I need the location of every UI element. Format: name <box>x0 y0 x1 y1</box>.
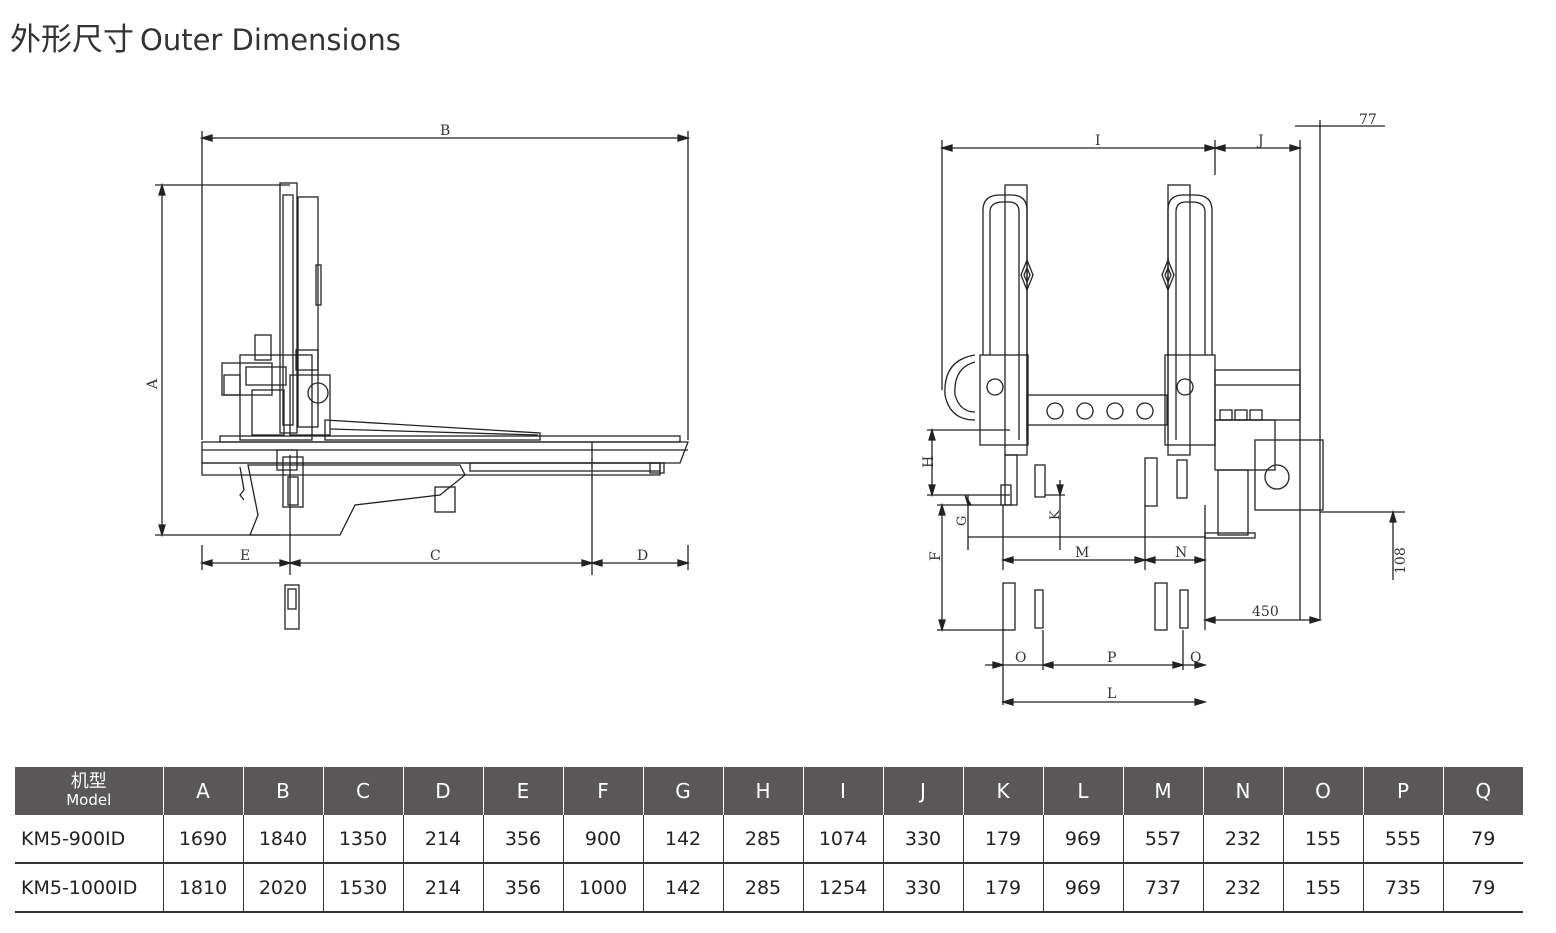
table-cell: 1840 <box>243 815 324 864</box>
label-k: K <box>1048 510 1063 520</box>
table-cell: 1810 <box>163 863 244 913</box>
label-108: 108 <box>1393 547 1409 574</box>
title-en: Outer Dimensions <box>140 23 401 57</box>
label-e: E <box>240 548 250 564</box>
table-row: KM5-1000ID 1810 2020 1530 214 356 1000 1… <box>15 863 1523 913</box>
table-cell: 555 <box>1363 815 1444 864</box>
table-cell: 1690 <box>163 815 244 864</box>
label-c: C <box>430 548 441 564</box>
table-cell: 1350 <box>323 815 404 864</box>
header-cell: K <box>963 767 1044 815</box>
table-cell: 214 <box>403 863 484 913</box>
title-zh: 外形尺寸 <box>10 22 134 58</box>
table-cell: 285 <box>723 815 804 864</box>
table-cell: 232 <box>1203 815 1284 864</box>
table-cell: 735 <box>1363 863 1444 913</box>
table-cell: 214 <box>403 815 484 864</box>
table-cell: 356 <box>483 863 564 913</box>
label-i: I <box>1095 133 1101 149</box>
table-cell: 285 <box>723 863 804 913</box>
label-a: A <box>145 378 161 390</box>
label-450: 450 <box>1252 604 1279 620</box>
table-cell: 155 <box>1283 815 1364 864</box>
header-cell: E <box>483 767 564 815</box>
table-cell: 356 <box>483 815 564 864</box>
header-cell: I <box>803 767 884 815</box>
table-row: KM5-900ID 1690 1840 1350 214 356 900 142… <box>15 815 1523 864</box>
label-h: H <box>921 456 937 468</box>
table-cell: 330 <box>883 863 964 913</box>
header-cell: D <box>403 767 484 815</box>
header-cell: P <box>1363 767 1444 815</box>
table-cell: 969 <box>1043 815 1124 864</box>
label-p: P <box>1107 650 1116 666</box>
table-cell: 557 <box>1123 815 1204 864</box>
label-m: M <box>1075 545 1089 561</box>
header-cell: O <box>1283 767 1364 815</box>
label-q: Q <box>1190 650 1201 666</box>
header-cell: N <box>1203 767 1284 815</box>
label-j: J <box>1256 133 1264 149</box>
header-cell: A <box>163 767 244 815</box>
side-view-drawing: B A E C D <box>145 123 691 630</box>
label-f: F <box>928 551 944 561</box>
label-d: D <box>637 548 648 564</box>
header-cell: L <box>1043 767 1124 815</box>
header-cell: F <box>563 767 644 815</box>
table-cell: 1074 <box>803 815 884 864</box>
table-cell: 179 <box>963 863 1044 913</box>
table-cell: 2020 <box>243 863 324 913</box>
label-o: O <box>1015 650 1026 666</box>
header-cell: Q <box>1443 767 1523 815</box>
table-cell: 232 <box>1203 863 1284 913</box>
table-cell: 1000 <box>563 863 644 913</box>
label-b: B <box>440 123 450 139</box>
table-cell: 79 <box>1443 863 1523 913</box>
table-cell: 900 <box>563 815 644 864</box>
header-cell: J <box>883 767 964 815</box>
model-cell: KM5-900ID <box>15 815 164 864</box>
label-g: G <box>955 516 970 526</box>
table-cell: 330 <box>883 815 964 864</box>
table-cell: 737 <box>1123 863 1204 913</box>
front-view-drawing: I J 77 H G K <box>921 112 1409 706</box>
table-cell: 79 <box>1443 815 1523 864</box>
table-cell: 1254 <box>803 863 884 913</box>
table-cell: 142 <box>643 815 724 864</box>
table-cell: 969 <box>1043 863 1124 913</box>
header-cell: G <box>643 767 724 815</box>
header-cell: M <box>1123 767 1204 815</box>
label-l: L <box>1107 686 1116 702</box>
header-cell: B <box>243 767 324 815</box>
table-cell: 179 <box>963 815 1044 864</box>
table-cell: 1530 <box>323 863 404 913</box>
table-cell: 142 <box>643 863 724 913</box>
model-cell: KM5-1000ID <box>15 863 164 913</box>
header-cell: C <box>323 767 404 815</box>
header-cell: H <box>723 767 804 815</box>
table-cell: 155 <box>1283 863 1364 913</box>
label-77: 77 <box>1359 112 1377 128</box>
label-n: N <box>1175 545 1187 561</box>
